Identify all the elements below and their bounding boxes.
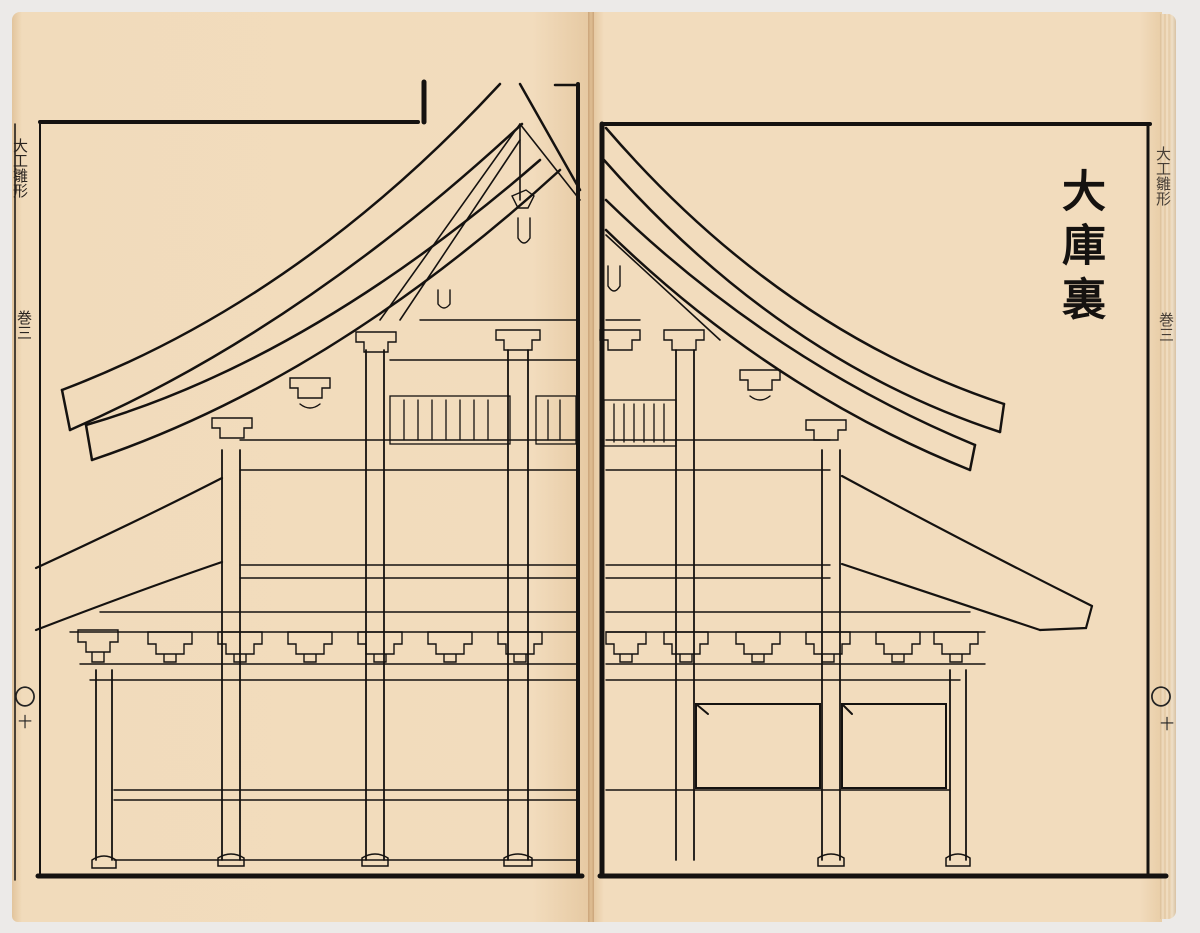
upper-roof-left [60,82,582,462]
lattice-window-left [389,395,577,445]
wall-panels [695,703,947,789]
upper-roof-right [602,126,1006,472]
right-page-number: 十 [1160,717,1174,733]
page-edges [1160,14,1176,919]
print-frame [14,79,1169,881]
right-margin-header: 大工雛形 [1154,146,1172,206]
left-page [12,12,590,922]
left-page-number: 十 [18,715,32,731]
column-bases [91,853,971,869]
page-title: 大庫裏 [1054,168,1105,330]
left-margin-volume: 巻三 [15,310,33,340]
lattice-window-right [603,399,677,447]
left-margin-header: 大工雛形 [11,138,29,198]
right-page [592,12,1162,922]
columns [95,349,967,861]
bracket-sets [77,189,979,663]
right-fold-mark: 〇 [1150,686,1173,711]
lower-roof-right [840,474,1094,632]
left-fold-mark: 〇 [14,686,37,711]
right-margin-volume: 巻三 [1157,312,1175,342]
lower-roof-left [34,476,224,632]
book-gutter [588,12,594,922]
gable [379,123,721,341]
